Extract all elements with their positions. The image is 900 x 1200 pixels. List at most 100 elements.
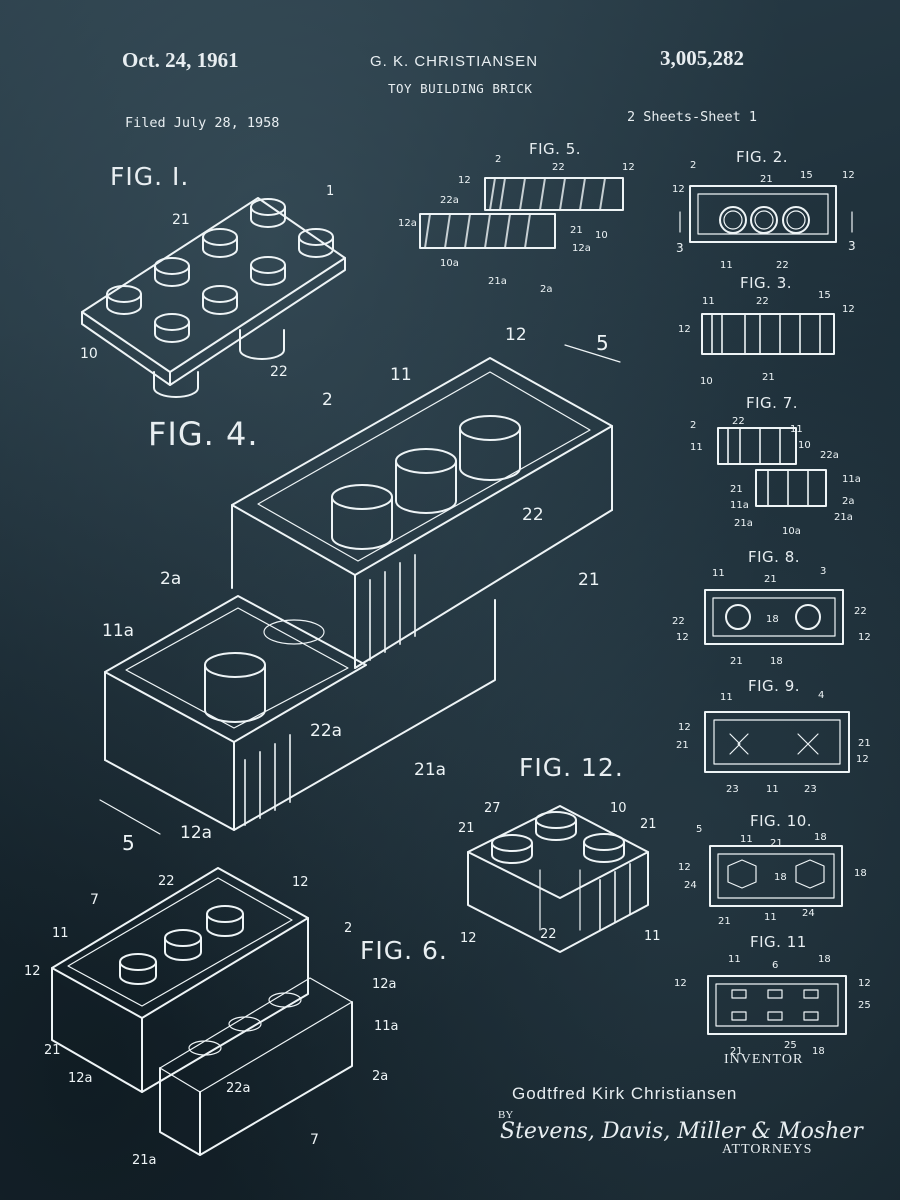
fig3-side-view-drawing: 11 22 15 12 12 10 21 bbox=[678, 290, 855, 387]
svg-text:22a: 22a bbox=[820, 450, 839, 461]
svg-text:24: 24 bbox=[802, 908, 815, 919]
svg-text:12: 12 bbox=[458, 175, 471, 186]
svg-text:2: 2 bbox=[690, 160, 696, 171]
svg-text:1: 1 bbox=[326, 184, 334, 199]
svg-text:21: 21 bbox=[676, 740, 689, 751]
svg-text:10a: 10a bbox=[440, 258, 459, 269]
svg-text:2: 2 bbox=[495, 154, 501, 165]
inventor-header: G. K. CHRISTIANSEN bbox=[370, 53, 539, 70]
svg-text:21a: 21a bbox=[834, 512, 853, 523]
svg-text:21: 21 bbox=[718, 916, 731, 927]
filed-date: Filed July 28, 1958 bbox=[125, 115, 280, 131]
fig4-label: FIG. 4. bbox=[148, 415, 259, 453]
svg-text:21: 21 bbox=[578, 570, 600, 590]
svg-text:2a: 2a bbox=[372, 1069, 388, 1084]
svg-text:12: 12 bbox=[622, 162, 635, 173]
svg-text:10: 10 bbox=[80, 346, 98, 362]
svg-text:12: 12 bbox=[842, 304, 855, 315]
svg-text:12: 12 bbox=[678, 862, 691, 873]
svg-text:10: 10 bbox=[798, 440, 811, 451]
svg-text:11: 11 bbox=[720, 692, 733, 703]
fig2-label: FIG. 2. bbox=[736, 148, 789, 166]
svg-text:5: 5 bbox=[596, 331, 609, 355]
svg-text:3: 3 bbox=[676, 241, 684, 255]
svg-text:3: 3 bbox=[848, 239, 856, 253]
fig12-label: FIG. 12. bbox=[519, 753, 624, 782]
svg-text:11a: 11a bbox=[374, 1019, 399, 1034]
svg-text:22: 22 bbox=[854, 606, 867, 617]
svg-text:21: 21 bbox=[640, 817, 657, 832]
svg-text:22: 22 bbox=[522, 505, 544, 525]
svg-text:11: 11 bbox=[764, 912, 777, 923]
svg-text:2a: 2a bbox=[842, 496, 855, 507]
svg-text:21a: 21a bbox=[414, 760, 446, 780]
svg-text:11a: 11a bbox=[730, 500, 749, 511]
svg-text:21: 21 bbox=[730, 484, 743, 495]
svg-text:5: 5 bbox=[122, 831, 135, 855]
svg-text:12: 12 bbox=[858, 632, 871, 643]
fig6-label: FIG. 6. bbox=[360, 936, 448, 965]
svg-text:23: 23 bbox=[804, 784, 817, 795]
svg-text:7: 7 bbox=[90, 892, 99, 908]
svg-text:11: 11 bbox=[702, 296, 715, 307]
svg-text:5: 5 bbox=[696, 824, 702, 835]
svg-text:12a: 12a bbox=[372, 977, 397, 992]
fig11-label: FIG. 11 bbox=[750, 933, 807, 951]
svg-text:22a: 22a bbox=[440, 195, 459, 206]
svg-text:7: 7 bbox=[310, 1132, 319, 1148]
svg-text:21a: 21a bbox=[132, 1153, 157, 1168]
svg-text:18: 18 bbox=[814, 832, 827, 843]
svg-text:18: 18 bbox=[818, 954, 831, 965]
fig8-label: FIG. 8. bbox=[748, 548, 801, 566]
svg-text:11a: 11a bbox=[102, 621, 134, 641]
svg-text:11: 11 bbox=[728, 954, 741, 965]
svg-text:21: 21 bbox=[172, 212, 190, 228]
svg-text:21: 21 bbox=[760, 174, 773, 185]
svg-text:18: 18 bbox=[766, 614, 779, 625]
svg-text:12a: 12a bbox=[398, 218, 417, 229]
svg-text:15: 15 bbox=[800, 170, 813, 181]
svg-text:4: 4 bbox=[818, 690, 824, 701]
svg-text:23: 23 bbox=[726, 784, 739, 795]
svg-text:6: 6 bbox=[772, 960, 778, 971]
svg-text:21: 21 bbox=[730, 656, 743, 667]
inventor-label: INVENTOR bbox=[724, 1052, 804, 1067]
svg-text:12: 12 bbox=[674, 978, 687, 989]
svg-text:11: 11 bbox=[690, 442, 703, 453]
svg-text:12a: 12a bbox=[180, 823, 212, 843]
svg-text:12: 12 bbox=[858, 978, 871, 989]
svg-text:11: 11 bbox=[720, 260, 733, 271]
svg-text:22a: 22a bbox=[310, 721, 342, 741]
svg-text:11: 11 bbox=[644, 929, 661, 944]
svg-text:2: 2 bbox=[322, 390, 333, 410]
fig5-label: FIG. 5. bbox=[529, 140, 582, 158]
svg-text:22: 22 bbox=[270, 364, 288, 380]
svg-text:22: 22 bbox=[672, 616, 685, 627]
fig1-label: FIG. I. bbox=[110, 162, 190, 191]
svg-text:12: 12 bbox=[460, 931, 477, 946]
fig7-label: FIG. 7. bbox=[746, 394, 799, 412]
fig1-plate-drawing: 1 21 10 22 bbox=[80, 184, 346, 398]
patent-title: TOY BUILDING BRICK bbox=[388, 81, 533, 96]
svg-text:10: 10 bbox=[610, 801, 627, 816]
svg-text:2a: 2a bbox=[540, 284, 553, 295]
svg-text:10: 10 bbox=[595, 230, 608, 241]
svg-text:11: 11 bbox=[790, 424, 803, 435]
svg-text:18: 18 bbox=[770, 656, 783, 667]
svg-text:12: 12 bbox=[672, 184, 685, 195]
svg-text:21: 21 bbox=[44, 1043, 61, 1058]
svg-text:2: 2 bbox=[344, 921, 352, 936]
svg-text:12: 12 bbox=[856, 754, 869, 765]
svg-text:22: 22 bbox=[552, 162, 565, 173]
inventor-name: Godtfred Kirk Christiansen bbox=[512, 1084, 738, 1103]
sheet-count: 2 Sheets-Sheet 1 bbox=[627, 109, 758, 125]
attorneys-signature: Stevens, Davis, Miller & Mosher bbox=[500, 1119, 863, 1144]
fig10-label: FIG. 10. bbox=[750, 812, 813, 830]
patent-number: 3,005,282 bbox=[660, 46, 744, 70]
svg-text:21: 21 bbox=[762, 372, 775, 383]
